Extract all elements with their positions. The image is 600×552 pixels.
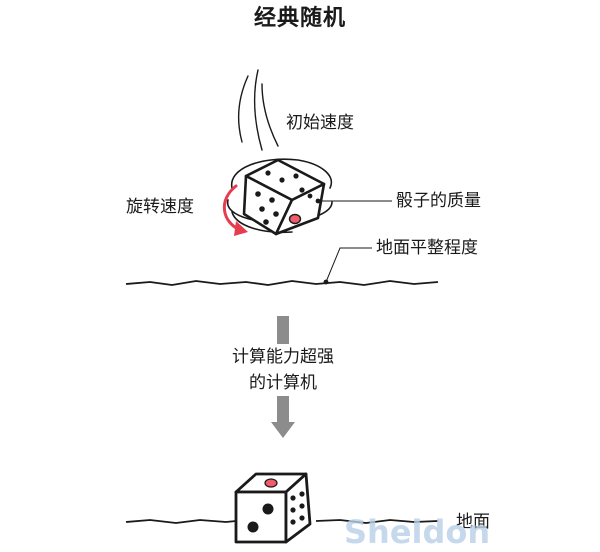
label-initial-velocity: 初始速度 — [286, 113, 354, 133]
landed-die-top-red-pip — [264, 478, 278, 488]
tumbling-die-pips — [255, 170, 313, 225]
page-title: 经典随机 — [253, 6, 346, 31]
dice-mass-leader-dot — [315, 198, 321, 204]
arrow-caption-line2: 的计算机 — [249, 373, 317, 393]
label-floor-flatness: 地面平整程度 — [376, 238, 478, 258]
label-spin-velocity: 旋转速度 — [126, 197, 194, 217]
watermark: Sheldon — [344, 513, 491, 551]
spin-arrow-head — [234, 221, 248, 236]
landed-die-front — [234, 490, 288, 544]
arrow-head — [271, 422, 295, 438]
bottom-floor-line — [125, 519, 237, 524]
bottom-floor-line-right — [315, 519, 439, 524]
arrow-caption: 计算能力超强 的计算机 — [183, 344, 383, 396]
floor-flatness-leader — [325, 247, 372, 283]
arrow-caption-line1: 计算能力超强 — [232, 347, 334, 367]
label-ground: 地面 — [456, 512, 490, 532]
rough-floor-line — [125, 280, 439, 286]
motion-trail-lines — [237, 69, 279, 151]
landed-die-pips — [247, 491, 305, 533]
landed-die-side — [284, 472, 312, 544]
red-pip — [288, 213, 302, 225]
label-dice-mass: 骰子的质量 — [396, 191, 481, 211]
